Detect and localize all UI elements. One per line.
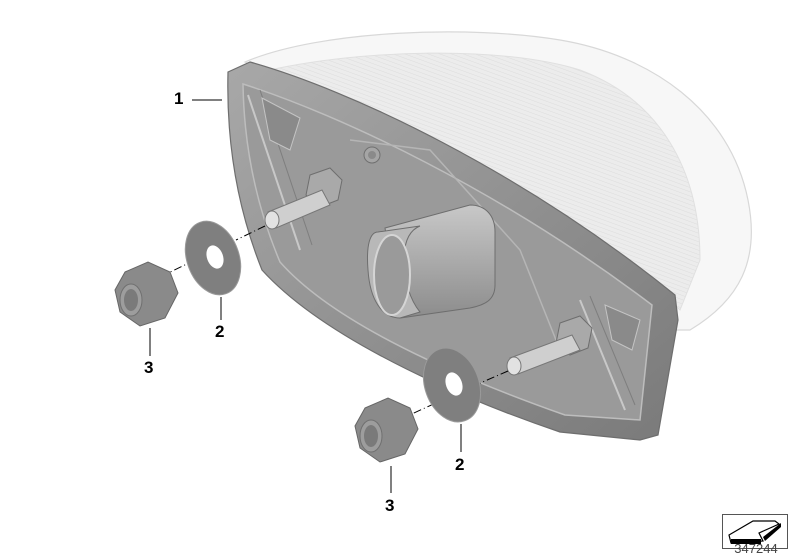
washer-upper [184,220,242,296]
callout-3-lower: 3 [385,496,395,515]
callout-2-upper: 2 [215,322,225,341]
direction-arrow-icon [728,520,781,544]
reference-number: 347244 [734,541,778,556]
nut-lower [354,397,419,463]
callout-2-lower: 2 [455,455,465,474]
callout-1: 1 [174,89,184,108]
callout-3-upper: 3 [144,358,154,377]
connector-plug [367,204,496,319]
nut-upper [114,261,179,327]
reference-box [722,514,788,549]
lower-stud [506,315,593,376]
washer-lower [422,347,482,423]
upper-stud [264,167,343,230]
